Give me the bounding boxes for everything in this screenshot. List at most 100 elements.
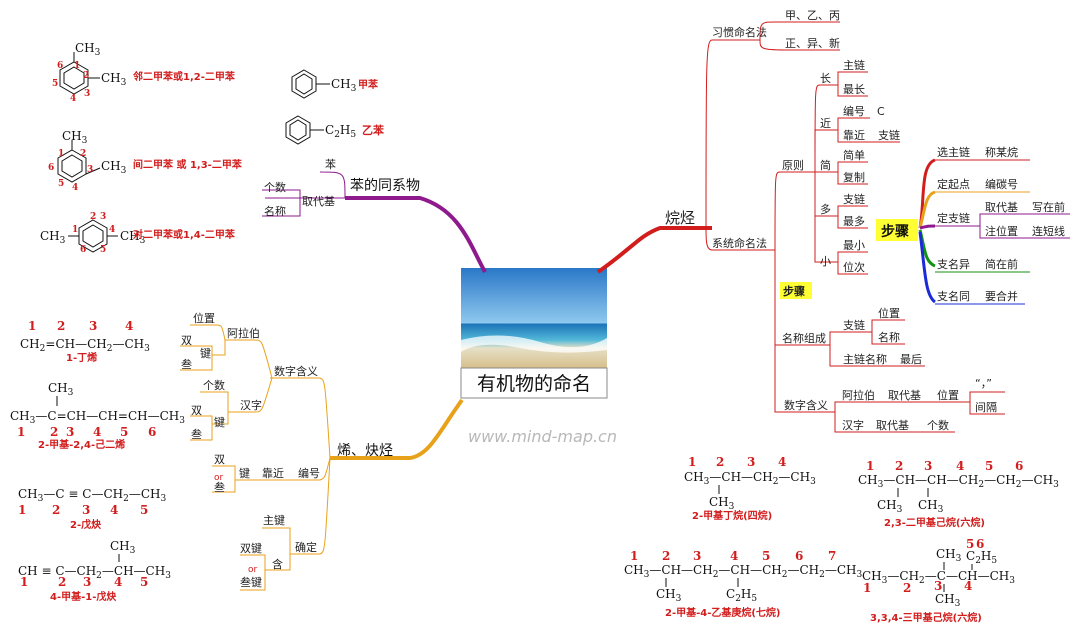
aromatic-section — [262, 171, 346, 217]
alkane-numbers-gap: 间隔 — [975, 401, 997, 414]
branch-alkene — [330, 398, 464, 460]
alkane-numbers-label[interactable]: 数字含义 — [784, 398, 828, 412]
step2-b: 编碳号 — [985, 177, 1018, 191]
svg-text:4: 4 — [93, 425, 101, 439]
svg-text:6: 6 — [80, 245, 86, 255]
svg-text:3: 3 — [693, 549, 701, 563]
step3-c1: 注位置 — [985, 224, 1018, 238]
toluene-structure — [291, 69, 330, 99]
alkene-numbers[interactable]: 数字含义 — [274, 364, 318, 378]
rule-jian-2: 复制 — [843, 170, 865, 184]
example-alkane-2: 2,3-二甲基己烷(六烷) — [884, 516, 985, 529]
alkene-section — [180, 324, 331, 591]
steps-fan — [918, 158, 937, 304]
svg-text:6: 6 — [976, 537, 984, 551]
rule-chang-2: 最长 — [843, 83, 865, 96]
composition-label[interactable]: 名称组成 — [782, 331, 826, 345]
svg-text:4: 4 — [125, 319, 133, 333]
svg-text:4: 4 — [956, 459, 964, 473]
center-node[interactable]: 有机物的命名 — [460, 268, 608, 399]
svg-text:CH3—CH2—C—CH—CH3: CH3—CH2—C—CH—CH3 — [862, 569, 1015, 586]
svg-text:CH3: CH3 — [936, 547, 962, 564]
svg-text:6: 6 — [57, 61, 63, 71]
center-photo — [461, 268, 607, 368]
svg-text:CH2=CH—CH2—CH3: CH2=CH—CH2—CH3 — [20, 337, 150, 354]
example-alkane-3: 2-甲基-4-乙基庚烷(七烷) — [665, 606, 781, 619]
meta-xylene-structure — [57, 140, 101, 183]
svg-text:2: 2 — [716, 455, 724, 469]
example-alkane-4: 3,3,4-三甲基己烷(六烷) — [870, 611, 982, 624]
ethylbenzene-structure — [285, 115, 324, 145]
svg-text:CH3—C ≡ C—CH2—CH3: CH3—C ≡ C—CH2—CH3 — [18, 487, 166, 504]
svg-text:4: 4 — [114, 575, 122, 589]
composition-main: 主链名称 — [843, 352, 887, 366]
habit-item-2: 正、异、新 — [785, 36, 840, 50]
alkene-or4: or — [248, 565, 258, 575]
svg-text:CH3: CH3 — [101, 159, 127, 176]
rule-duo-1: 支链 — [843, 192, 865, 206]
svg-text:3: 3 — [89, 319, 97, 333]
rule-jin: 近 — [820, 117, 831, 130]
alkane-numbers-sub1: 取代基 — [888, 389, 921, 402]
alkane-numbers-pos: 位置 — [937, 388, 959, 402]
composition-name: 名称 — [878, 330, 900, 344]
svg-text:4: 4 — [964, 579, 972, 593]
svg-text:1: 1 — [866, 459, 874, 473]
svg-text:2: 2 — [58, 575, 66, 589]
svg-text:3: 3 — [924, 459, 932, 473]
alkene-or3: or — [214, 473, 224, 483]
alkene-die2: 叁 — [191, 427, 202, 441]
svg-text:1: 1 — [863, 581, 871, 595]
svg-text:5: 5 — [966, 537, 974, 551]
svg-text:5: 5 — [140, 503, 148, 517]
alkane-numbers-hanzi: 汉字 — [842, 418, 864, 432]
composition-pos: 位置 — [878, 306, 900, 320]
svg-text:4: 4 — [70, 94, 76, 104]
step4-b: 简在前 — [985, 257, 1018, 271]
svg-text:2: 2 — [57, 319, 65, 333]
step3-b1: 取代基 — [985, 201, 1018, 214]
steps-small-label[interactable]: 步骤 — [783, 284, 805, 298]
svg-text:3: 3 — [87, 165, 93, 175]
alkane-numbers-count: 个数 — [927, 419, 949, 432]
composition-last: 最后 — [900, 353, 922, 366]
svg-text:C2H5: C2H5 — [726, 587, 757, 604]
alkene-label[interactable]: 烯、炔烃 — [337, 443, 393, 459]
example-pentyne: 2-戊炔 — [70, 518, 101, 531]
alkane-numbers-arabic: 阿拉伯 — [842, 388, 875, 402]
svg-text:5: 5 — [985, 459, 993, 473]
svg-text:4: 4 — [110, 503, 118, 517]
aromatic-label[interactable]: 苯的同系物 — [350, 177, 420, 194]
svg-text:2: 2 — [90, 212, 96, 222]
alkene-triple: 叁键 — [240, 575, 262, 589]
rule-duo-2: 最多 — [843, 214, 865, 228]
alkene-confirm: 确定 — [295, 540, 317, 554]
rule-jin-2a: 靠近 — [843, 128, 865, 142]
system-name[interactable]: 系统命名法 — [712, 236, 767, 250]
example-1-butene: 1-丁烯 — [66, 351, 97, 364]
composition-branch: 支链 — [843, 318, 865, 332]
alkene-double: 双键 — [240, 541, 262, 555]
steps-label[interactable]: 步骤 — [881, 223, 909, 240]
svg-text:7: 7 — [828, 549, 836, 563]
example-meta: 间二甲苯 或 1,3-二甲苯 — [133, 158, 243, 171]
svg-text:3: 3 — [84, 89, 90, 99]
habit-name[interactable]: 习惯命名法 — [712, 25, 767, 39]
principle-label[interactable]: 原则 — [782, 159, 804, 172]
alkene-die3: 叁 — [214, 480, 225, 494]
svg-text:CH3: CH3 — [75, 41, 101, 58]
example-ethylbenzene: 乙苯 — [362, 123, 385, 137]
rule-jian-1: 简单 — [843, 148, 865, 162]
svg-text:2: 2 — [52, 503, 60, 517]
svg-text:CH3: CH3 — [40, 229, 66, 246]
alkane-label[interactable]: 烷烃 — [665, 209, 695, 227]
aromatic-sub: 取代基 — [302, 195, 335, 208]
example-methylpentyne: 4-甲基-1-戊炔 — [50, 590, 116, 603]
branch-alkane — [596, 226, 712, 274]
svg-text:CH3: CH3 — [120, 229, 146, 246]
alkene-pos: 位置 — [193, 311, 215, 325]
